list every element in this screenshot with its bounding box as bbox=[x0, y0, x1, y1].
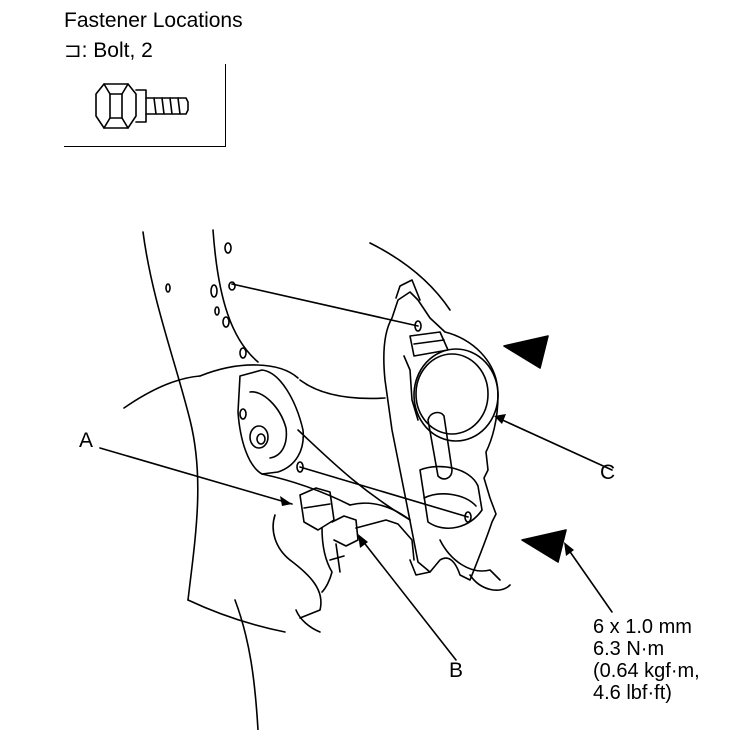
arrowhead-a bbox=[280, 496, 292, 506]
bolt-location-arrow-lower bbox=[521, 529, 567, 563]
torque-spec: 6 x 1.0 mm 6.3 N·m (0.64 kgf·m, 4.6 lbf·… bbox=[593, 616, 700, 704]
seat-belt-retractor bbox=[383, 279, 511, 591]
callout-c-label: C bbox=[600, 461, 616, 484]
legend-bolt-row: ⊐: Bolt, 2 bbox=[64, 38, 153, 64]
bolt-size: 6 x 1.0 mm bbox=[593, 616, 692, 638]
torque-lbfft: 4.6 lbf·ft) bbox=[593, 682, 672, 704]
callout-b-label: B bbox=[449, 659, 464, 682]
callout-a-label: A bbox=[79, 429, 94, 452]
torque-nm: 6.3 N·m bbox=[593, 638, 665, 660]
leader-line-a bbox=[99, 447, 293, 505]
bolt-axis-lower bbox=[299, 466, 469, 518]
leader-line-torque bbox=[565, 545, 613, 613]
bolt-axis-upper bbox=[231, 283, 419, 327]
legend-bolt-label: : Bolt, 2 bbox=[81, 39, 153, 62]
arrowhead-c bbox=[494, 414, 506, 424]
leader-lines bbox=[99, 283, 613, 661]
arrowhead-torque bbox=[564, 542, 574, 556]
torque-kgfm: (0.64 kgf·m, bbox=[593, 660, 700, 682]
legend-title: Fastener Locations bbox=[64, 9, 243, 32]
arrowhead-b bbox=[358, 534, 368, 548]
pillar-panel bbox=[123, 229, 411, 730]
bolt-icon bbox=[95, 83, 189, 129]
leader-line-b bbox=[361, 539, 457, 661]
door-opening-edge bbox=[369, 242, 451, 311]
leader-line-c bbox=[497, 417, 613, 471]
bolt-symbol: ⊐ bbox=[64, 39, 82, 62]
legend-frame bbox=[64, 64, 226, 147]
bolt-location-arrow-upper bbox=[503, 335, 549, 369]
harness-connector bbox=[299, 487, 415, 593]
